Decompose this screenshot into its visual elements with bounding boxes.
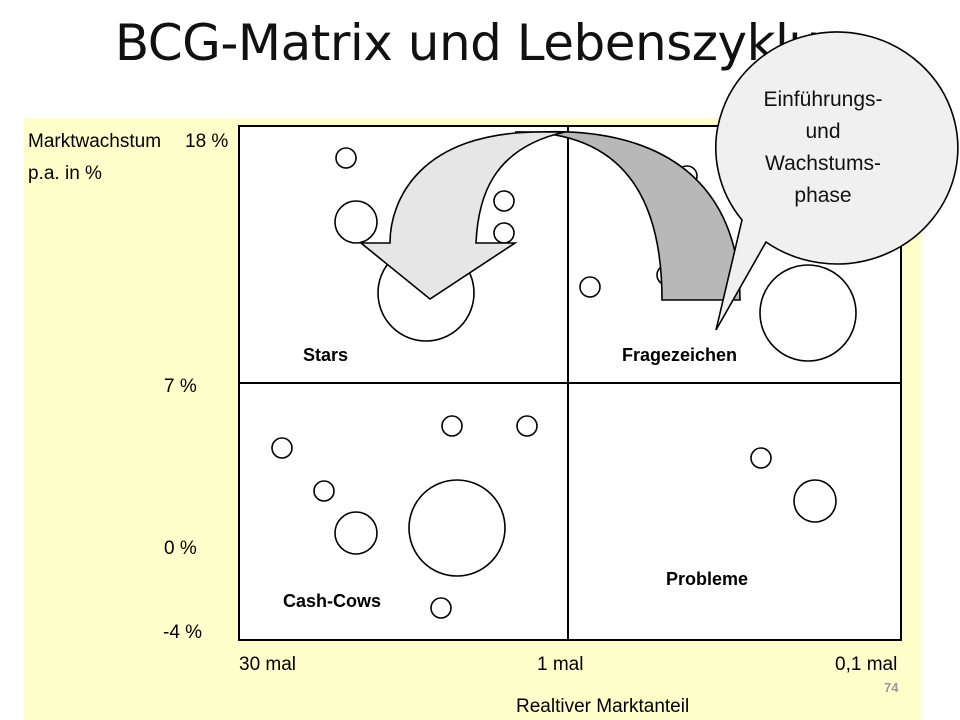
callout-line: phase bbox=[794, 184, 852, 207]
callout-line: und bbox=[805, 120, 841, 143]
product-circle bbox=[493, 190, 515, 212]
quadrant-label-fragezeichen: Fragezeichen bbox=[622, 345, 738, 365]
product-circle bbox=[335, 147, 357, 169]
x-tick-label: 1 mal bbox=[537, 654, 584, 675]
lifecycle-arrow-head bbox=[358, 131, 566, 300]
quadrant-label-probleme: Probleme bbox=[666, 569, 749, 589]
page-number: 74 bbox=[884, 680, 899, 695]
callout-line: Wachstums- bbox=[765, 152, 881, 175]
product-circle bbox=[271, 437, 293, 459]
product-circle bbox=[579, 276, 601, 298]
lifecycle-arrow-tail bbox=[514, 130, 741, 301]
quadrant-label-stars: Stars bbox=[303, 345, 349, 365]
callout-text: Einführungs- und Wachstums- phase bbox=[712, 84, 934, 212]
slide-title: BCG-Matrix und Lebenszyklus bbox=[114, 14, 846, 72]
product-circle bbox=[441, 415, 463, 437]
product-circle bbox=[759, 264, 857, 362]
product-circle bbox=[793, 479, 837, 523]
y-tick-label: 7 % bbox=[164, 376, 197, 397]
product-circle bbox=[408, 479, 506, 577]
x-tick-label: 30 mal bbox=[239, 654, 297, 675]
product-circle bbox=[493, 222, 515, 244]
x-tick-label: 0,1 mal bbox=[835, 654, 898, 675]
y-tick-label: 0 % bbox=[164, 538, 197, 559]
y-tick-label: 18 % bbox=[185, 131, 229, 152]
y-axis-label: Marktwachstum bbox=[28, 131, 162, 152]
callout-line: Einführungs- bbox=[763, 88, 883, 111]
product-circle bbox=[516, 415, 538, 437]
product-circle bbox=[750, 447, 772, 469]
y-tick-label: -4 % bbox=[163, 622, 203, 643]
product-circle bbox=[334, 511, 378, 555]
x-axis-label: Realtiver Marktanteil bbox=[516, 696, 690, 717]
quadrant-label-cash-cows: Cash-Cows bbox=[283, 591, 382, 611]
callout-bubble bbox=[715, 31, 959, 331]
product-circle bbox=[430, 597, 452, 619]
product-circle bbox=[313, 480, 335, 502]
product-circle bbox=[334, 200, 378, 244]
y-axis-label-unit: p.a. in % bbox=[28, 163, 102, 184]
